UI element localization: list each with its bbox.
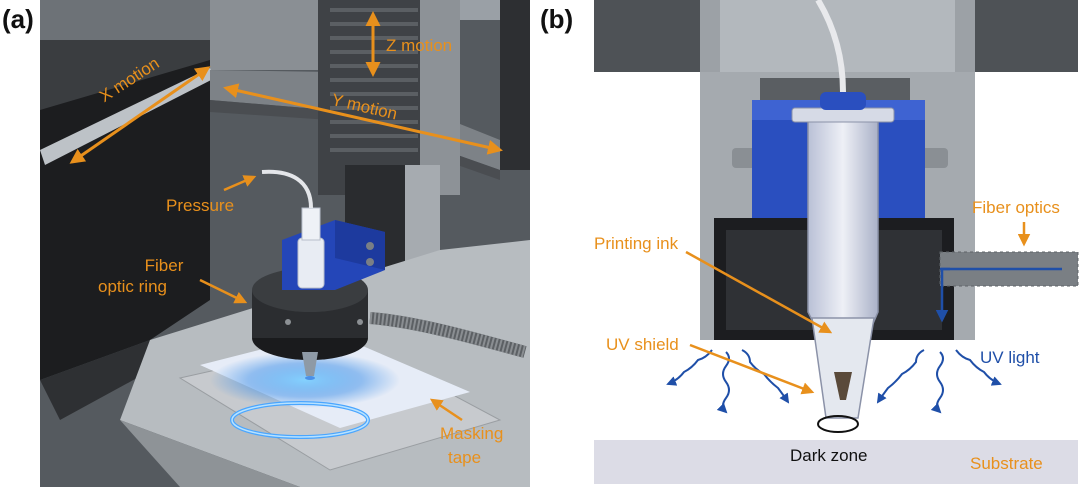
masking-tape-label-line1: Masking (440, 424, 504, 443)
panel-a-arrows (69, 10, 503, 422)
uv-ray (955, 349, 1002, 386)
fiber-ring-label-line2: optic ring (98, 277, 167, 296)
x-motion-arrow (69, 66, 211, 164)
dark-zone-label: Dark zone (790, 446, 868, 465)
pressure-label: Pressure (166, 196, 235, 215)
panel-a-letter: (a) (2, 4, 34, 34)
uv-light-label: UV light (980, 348, 1040, 367)
printing-ink-arrow (685, 250, 833, 334)
masking-tape-arrow (429, 398, 463, 422)
uv-ray (876, 349, 925, 404)
panel-a-illustration (40, 0, 530, 487)
fiber-ring-arrow (199, 278, 248, 304)
fiber-optics-label: Fiber optics (972, 198, 1060, 217)
uv-shield-label: UV shield (606, 335, 679, 354)
y-motion-arrow (223, 83, 503, 155)
uv-ray (666, 349, 713, 386)
panel-b-illustration (594, 0, 1079, 487)
uv-ray (930, 351, 944, 414)
uv-shield-arrow (689, 343, 815, 395)
pressure-arrow (223, 175, 257, 192)
substrate-label: Substrate (970, 454, 1043, 473)
fiber-ring-label-line1: Fiber (144, 256, 184, 275)
printing-ink-label: Printing ink (594, 234, 679, 253)
masking-tape-label-line2: tape (448, 448, 482, 467)
panel-b-letter: (b) (540, 4, 574, 34)
panel-b-arrows (685, 222, 1031, 395)
uv-ray (716, 351, 730, 414)
z-motion-label: Z motion (386, 36, 453, 55)
